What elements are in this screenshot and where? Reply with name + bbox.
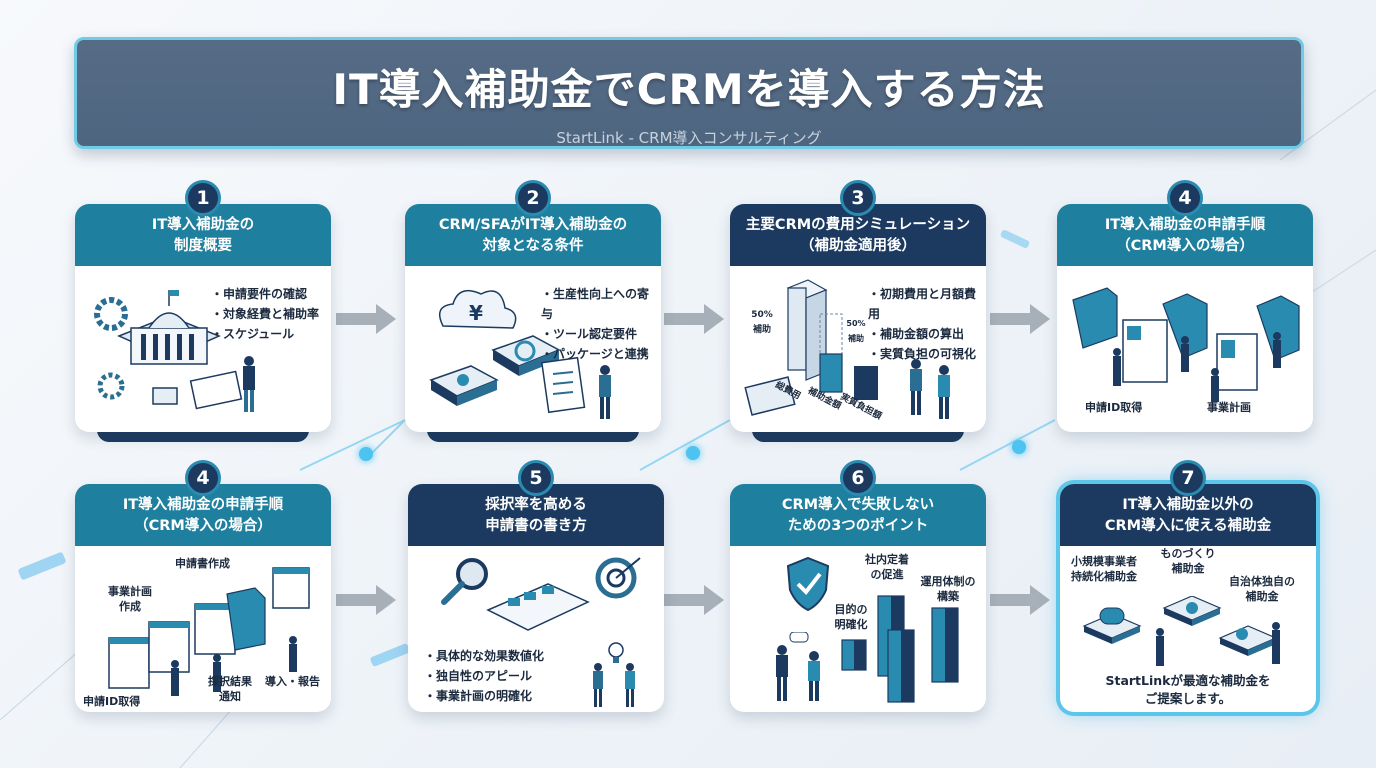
card-header: 採択率を高める 申請書の書き方 bbox=[408, 484, 664, 546]
card-title-line2: 制度概要 bbox=[174, 238, 232, 254]
people-icon bbox=[910, 359, 950, 419]
connector-node bbox=[1012, 440, 1026, 454]
browser-window-icon bbox=[108, 567, 310, 696]
step-number-badge: 3 bbox=[840, 180, 876, 216]
recommendation-note: StartLinkが最適な補助金を ご提案します。 bbox=[1060, 672, 1316, 708]
card-title-line1: IT導入補助金の bbox=[151, 217, 255, 233]
flow-arrow-right bbox=[664, 585, 724, 615]
people-icon bbox=[593, 663, 635, 707]
shield-check-icon bbox=[786, 556, 830, 612]
flow-arrow-right bbox=[336, 304, 396, 334]
card-title-line2: 申請書の書き方 bbox=[485, 518, 587, 534]
coin-stack-icon bbox=[1082, 596, 1280, 666]
card-title-line1: CRM導入で失敗しない bbox=[781, 497, 935, 513]
folder-icon bbox=[1072, 287, 1300, 402]
step-card-6[interactable]: 6 CRM導入で失敗しない ための3つのポイント 社内定着の促進 運用体制の構築… bbox=[730, 460, 986, 712]
connector-node bbox=[359, 447, 373, 461]
card-title-line1: 主要CRMの費用シミュレーション bbox=[745, 217, 971, 233]
people-icon bbox=[776, 632, 820, 701]
step-label: 事業計画 bbox=[1207, 401, 1251, 414]
card-title-line2: （CRM導入の場合） bbox=[1116, 238, 1254, 254]
bullet-item: 独自性のアピール bbox=[424, 666, 544, 686]
page-title: IT導入補助金でCRMを導入する方法 bbox=[332, 65, 1046, 114]
step-card-2[interactable]: 2 CRM/SFAがIT導入補助金の 対象となる条件 ¥ 生産性向上への寄与 ツ… bbox=[405, 180, 661, 442]
step-number-badge: 2 bbox=[515, 180, 551, 216]
subsidy-label: ものづくり補助金 bbox=[1160, 547, 1216, 575]
title-banner: IT導入補助金でCRMを導入する方法 StartLink - CRM導入コンサル… bbox=[74, 37, 1304, 149]
step-card-4-detail[interactable]: 4 IT導入補助金の申請手順 （CRM導入の場合） 申請書作成 事業計画作成 採… bbox=[75, 460, 331, 712]
bullet-item: 生産性向上への寄与 bbox=[541, 284, 661, 324]
connector-node bbox=[686, 446, 700, 460]
step-number-badge: 4 bbox=[185, 460, 221, 496]
step-number-badge: 5 bbox=[518, 460, 554, 496]
flow-arrow-right bbox=[990, 304, 1050, 334]
step-number-badge: 7 bbox=[1170, 460, 1206, 496]
step-label: 申請ID取得 bbox=[1085, 401, 1143, 414]
step-label: 採択結果通知 bbox=[208, 675, 252, 703]
step-label: 導入・報告 bbox=[265, 675, 320, 688]
bullet-item: 補助金額の算出 bbox=[868, 324, 986, 344]
bullet-item: 初期費用と月額費用 bbox=[868, 284, 986, 324]
card-title-line1: IT導入補助金の申請手順 bbox=[1104, 217, 1266, 233]
card-header: 主要CRMの費用シミュレーション （補助金適用後） bbox=[730, 204, 986, 266]
note-line1: StartLinkが最適な補助金を bbox=[1105, 673, 1271, 688]
bar-chart-icon bbox=[744, 279, 878, 416]
chart-annotation: 50%補助 bbox=[846, 319, 866, 343]
card-title-line2: CRM導入に使える補助金 bbox=[1104, 518, 1272, 534]
bullet-item: 実質負担の可視化 bbox=[868, 344, 986, 364]
bullet-item: 申請要件の確認 bbox=[211, 284, 319, 304]
pillar-icon bbox=[841, 595, 959, 703]
bullet-list: 生産性向上への寄与 ツール認定要件 パッケージと連携 bbox=[541, 284, 661, 364]
government-building-icon bbox=[94, 290, 243, 410]
point-label: 目的の明確化 bbox=[834, 603, 868, 631]
bullet-item: 対象経費と補助率 bbox=[211, 304, 319, 324]
subsidy-label: 小規模事業者持続化補助金 bbox=[1071, 555, 1137, 583]
card-title-line2: 対象となる条件 bbox=[482, 238, 584, 254]
note-line2: ご提案します。 bbox=[1144, 691, 1232, 706]
step-card-4[interactable]: 4 IT導入補助金の申請手順 （CRM導入の場合） 申請ID取得 事業計画 bbox=[1057, 180, 1313, 432]
step-card-5[interactable]: 5 採択率を高める 申請書の書き方 具体的な効果数値化 独自性のアピール 事業計… bbox=[408, 460, 664, 712]
point-label: 社内定着の促進 bbox=[865, 553, 909, 581]
bullet-item: 事業計画の明確化 bbox=[424, 686, 544, 706]
step-label: 事業計画作成 bbox=[108, 585, 152, 613]
svg-text:¥: ¥ bbox=[469, 301, 483, 325]
step-number-badge: 1 bbox=[185, 180, 221, 216]
page-subtitle: StartLink - CRM導入コンサルティング bbox=[556, 129, 822, 147]
person-icon bbox=[243, 356, 255, 412]
bullet-list: 具体的な効果数値化 独自性のアピール 事業計画の明確化 bbox=[424, 646, 544, 706]
person-icon bbox=[599, 365, 611, 419]
step-label: 申請書作成 bbox=[175, 557, 230, 570]
flow-arrow-right bbox=[664, 304, 724, 334]
bullet-item: 具体的な効果数値化 bbox=[424, 646, 544, 666]
card-title-line2: （CRM導入の場合） bbox=[134, 518, 272, 534]
card-title-line2: ための3つのポイント bbox=[787, 518, 929, 534]
yen-cloud-icon: ¥ bbox=[429, 289, 561, 406]
step-label: 申請ID取得 bbox=[83, 695, 141, 708]
card-title-line1: CRM/SFAがIT導入補助金の bbox=[438, 217, 628, 233]
lightbulb-icon bbox=[608, 642, 624, 663]
subsidy-label: 自治体独自の補助金 bbox=[1229, 575, 1295, 603]
magnifier-icon bbox=[441, 557, 641, 631]
bullet-list: 初期費用と月額費用 補助金額の算出 実質負担の可視化 bbox=[868, 284, 986, 364]
bullet-item: パッケージと連携 bbox=[541, 344, 661, 364]
card-title-line1: IT導入補助金以外の bbox=[1122, 497, 1254, 513]
step-card-1[interactable]: 1 IT導入補助金の 制度概要 申請要件の確認 対象経費と補助率 スケジュール bbox=[75, 180, 331, 442]
flow-arrow-right bbox=[990, 585, 1050, 615]
step-number-badge: 4 bbox=[1167, 180, 1203, 216]
card-title-line2: （補助金適用後） bbox=[800, 238, 916, 254]
bullet-list: 申請要件の確認 対象経費と補助率 スケジュール bbox=[211, 284, 319, 344]
card-title-line1: 採択率を高める bbox=[485, 497, 587, 513]
flow-arrow-right bbox=[336, 585, 396, 615]
card-title-line1: IT導入補助金の申請手順 bbox=[122, 497, 284, 513]
point-label: 運用体制の構築 bbox=[920, 575, 976, 603]
bullet-item: ツール認定要件 bbox=[541, 324, 661, 344]
chart-annotation: 50%補助 bbox=[751, 310, 773, 335]
bullet-item: スケジュール bbox=[211, 324, 319, 344]
step-card-7[interactable]: 7 IT導入補助金以外の CRM導入に使える補助金 小規模事業者持続化補助金 も… bbox=[1060, 460, 1316, 712]
card-header: IT導入補助金の申請手順 （CRM導入の場合） bbox=[75, 484, 331, 546]
step-card-3[interactable]: 3 主要CRMの費用シミュレーション （補助金適用後） 50%補助 50%補助 … bbox=[730, 180, 986, 442]
step-number-badge: 6 bbox=[840, 460, 876, 496]
